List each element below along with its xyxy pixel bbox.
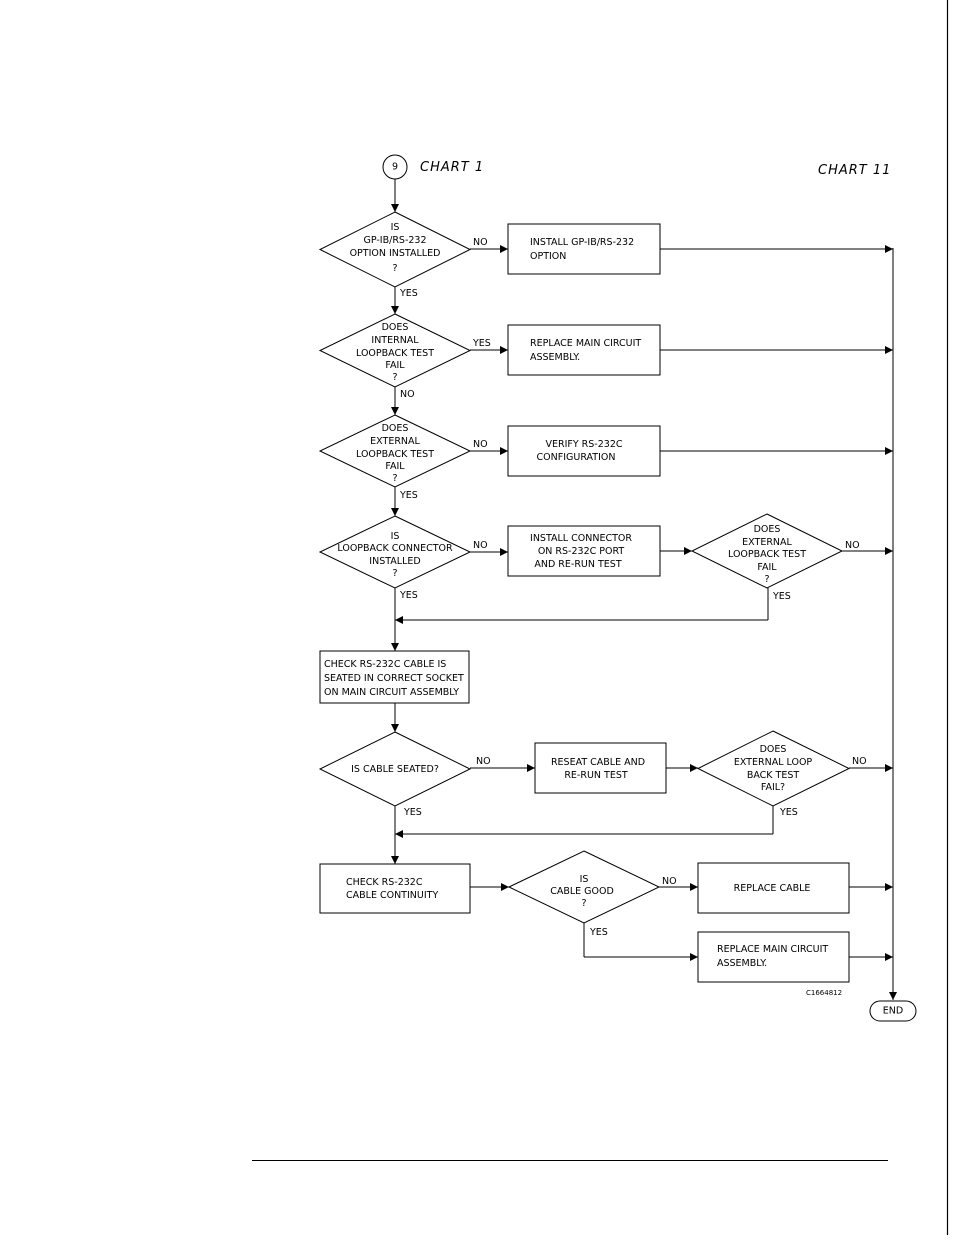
- svg-text:EXTERNAL LOOP: EXTERNAL LOOP: [734, 757, 813, 768]
- svg-text:CONFIGURATION: CONFIGURATION: [537, 452, 616, 463]
- process-install-connector: INSTALL CONNECTOR ON RS-232C PORT AND RE…: [507, 525, 661, 577]
- svg-text:REPLACE MAIN CIRCUIT: REPLACE MAIN CIRCUIT: [530, 338, 641, 349]
- label-no: NO: [476, 756, 491, 767]
- connector-lines: [391, 179, 897, 1000]
- svg-text:IS CABLE SEATED?: IS CABLE SEATED?: [351, 764, 439, 775]
- process-verify-configuration: VERIFY RS-232C CONFIGURATION: [507, 425, 661, 477]
- svg-text:LOOPBACK TEST: LOOPBACK TEST: [728, 549, 806, 560]
- svg-text:FAIL: FAIL: [385, 360, 405, 371]
- svg-text:FAIL?: FAIL?: [761, 782, 785, 793]
- label-no: NO: [400, 389, 415, 400]
- branch-labels: NO YES YES NO NO YES NO YES NO YES NO NO…: [399, 237, 867, 938]
- svg-text:GP-IB/RS-232: GP-IB/RS-232: [363, 235, 426, 246]
- process-check-cable-seated: CHECK RS-232C CABLE IS SEATED IN CORRECT…: [319, 650, 470, 704]
- figure-id: C1664812: [806, 989, 842, 997]
- svg-text:ON MAIN CIRCUIT ASSEMBLY: ON MAIN CIRCUIT ASSEMBLY: [324, 687, 459, 698]
- svg-text:ASSEMBLY.: ASSEMBLY.: [530, 352, 580, 363]
- svg-text:INSTALLED: INSTALLED: [369, 556, 420, 567]
- svg-text:?: ?: [392, 372, 397, 383]
- terminator-end: END: [869, 1000, 917, 1022]
- svg-text:ON RS-232C PORT: ON RS-232C PORT: [538, 546, 625, 557]
- svg-text:EXTERNAL: EXTERNAL: [370, 436, 420, 447]
- svg-text:FAIL: FAIL: [385, 461, 405, 472]
- svg-text:VERIFY RS-232C: VERIFY RS-232C: [545, 439, 622, 450]
- label-yes: YES: [399, 590, 418, 601]
- process-install-option: INSTALL GP-IB/RS-232 OPTION: [507, 223, 661, 275]
- label-yes: YES: [589, 927, 608, 938]
- process-check-cable-continuity: CHECK RS-232C CABLE CONTINUITY: [319, 863, 471, 914]
- label-yes: YES: [403, 807, 422, 818]
- svg-text:OPTION INSTALLED: OPTION INSTALLED: [350, 248, 441, 259]
- svg-text:LOOPBACK CONNECTOR: LOOPBACK CONNECTOR: [337, 543, 453, 554]
- decision-external-loop-back-fail-3: DOES EXTERNAL LOOP BACK TEST FAIL?: [696, 730, 851, 807]
- svg-text:?: ?: [764, 574, 769, 585]
- svg-text:CHECK RS-232C: CHECK RS-232C: [346, 877, 423, 888]
- svg-text:IS: IS: [391, 531, 400, 542]
- label-yes: YES: [399, 288, 418, 299]
- svg-text:?: ?: [581, 898, 586, 909]
- svg-text:DOES: DOES: [760, 744, 787, 755]
- svg-text:INSTALL CONNECTOR: INSTALL CONNECTOR: [530, 533, 632, 544]
- process-replace-main-circuit-2: REPLACE MAIN CIRCUIT ASSEMBLY.: [697, 931, 850, 983]
- svg-text:?: ?: [392, 568, 397, 579]
- svg-text:IS: IS: [391, 222, 400, 233]
- svg-text:FAIL: FAIL: [757, 562, 777, 573]
- svg-text:OPTION: OPTION: [530, 251, 566, 262]
- decision-external-loopback-fail: DOES EXTERNAL LOOPBACK TEST FAIL ?: [318, 414, 472, 488]
- svg-text:LOOPBACK TEST: LOOPBACK TEST: [356, 348, 434, 359]
- process-replace-main-circuit-1: REPLACE MAIN CIRCUIT ASSEMBLY.: [507, 324, 661, 376]
- svg-text:DOES: DOES: [754, 524, 781, 535]
- svg-text:?: ?: [392, 473, 397, 484]
- label-no: NO: [473, 540, 488, 551]
- svg-text:REPLACE CABLE: REPLACE CABLE: [734, 883, 811, 894]
- decision-cable-seated: IS CABLE SEATED?: [318, 731, 472, 807]
- decision-cable-good: IS CABLE GOOD ?: [507, 850, 661, 924]
- svg-text:SEATED IN CORRECT SOCKET: SEATED IN CORRECT SOCKET: [324, 673, 464, 684]
- svg-text:BACK TEST: BACK TEST: [747, 770, 800, 781]
- decision-loopback-connector-installed: IS LOOPBACK CONNECTOR INSTALLED ?: [318, 515, 472, 589]
- svg-text:DOES: DOES: [382, 322, 409, 333]
- svg-text:REPLACE MAIN CIRCUIT: REPLACE MAIN CIRCUIT: [717, 944, 828, 955]
- label-no: NO: [845, 540, 860, 551]
- label-no: NO: [473, 237, 488, 248]
- decision-internal-loopback-fail: DOES INTERNAL LOOPBACK TEST FAIL ?: [318, 313, 472, 388]
- chart-title: CHART 11: [818, 163, 891, 178]
- connector-number: 9: [392, 162, 398, 173]
- label-no: NO: [473, 439, 488, 450]
- svg-text:END: END: [883, 1006, 903, 1017]
- svg-text:IS: IS: [580, 874, 589, 885]
- svg-text:RESEAT CABLE AND: RESEAT CABLE AND: [551, 757, 645, 768]
- svg-text:AND RE-RUN TEST: AND RE-RUN TEST: [534, 559, 621, 570]
- decision-external-loopback-fail-2: DOES EXTERNAL LOOPBACK TEST FAIL ?: [690, 513, 844, 589]
- svg-text:DOES: DOES: [382, 423, 409, 434]
- process-reseat-cable: RESEAT CABLE AND RE-RUN TEST: [534, 742, 667, 794]
- svg-text:CHECK RS-232C CABLE IS: CHECK RS-232C CABLE IS: [324, 659, 446, 670]
- svg-text:CABLE GOOD: CABLE GOOD: [550, 886, 614, 897]
- label-no: NO: [662, 876, 677, 887]
- svg-text:CABLE CONTINUITY: CABLE CONTINUITY: [346, 890, 438, 901]
- svg-text:?: ?: [392, 263, 397, 274]
- label-yes: YES: [779, 807, 798, 818]
- decision-gpib-option-installed: IS GP-IB/RS-232 OPTION INSTALLED ?: [318, 211, 472, 288]
- svg-text:LOOPBACK TEST: LOOPBACK TEST: [356, 449, 434, 460]
- svg-text:INSTALL GP-IB/RS-232: INSTALL GP-IB/RS-232: [530, 237, 634, 248]
- label-no: NO: [852, 756, 867, 767]
- source-chart-label: CHART 1: [420, 160, 484, 175]
- svg-text:EXTERNAL: EXTERNAL: [742, 537, 792, 548]
- label-yes: YES: [472, 338, 491, 349]
- label-yes: YES: [772, 591, 791, 602]
- label-yes: YES: [399, 490, 418, 501]
- svg-text:INTERNAL: INTERNAL: [371, 335, 419, 346]
- process-replace-cable: REPLACE CABLE: [697, 862, 850, 914]
- svg-text:RE-RUN TEST: RE-RUN TEST: [564, 770, 628, 781]
- svg-text:ASSEMBLY.: ASSEMBLY.: [717, 958, 767, 969]
